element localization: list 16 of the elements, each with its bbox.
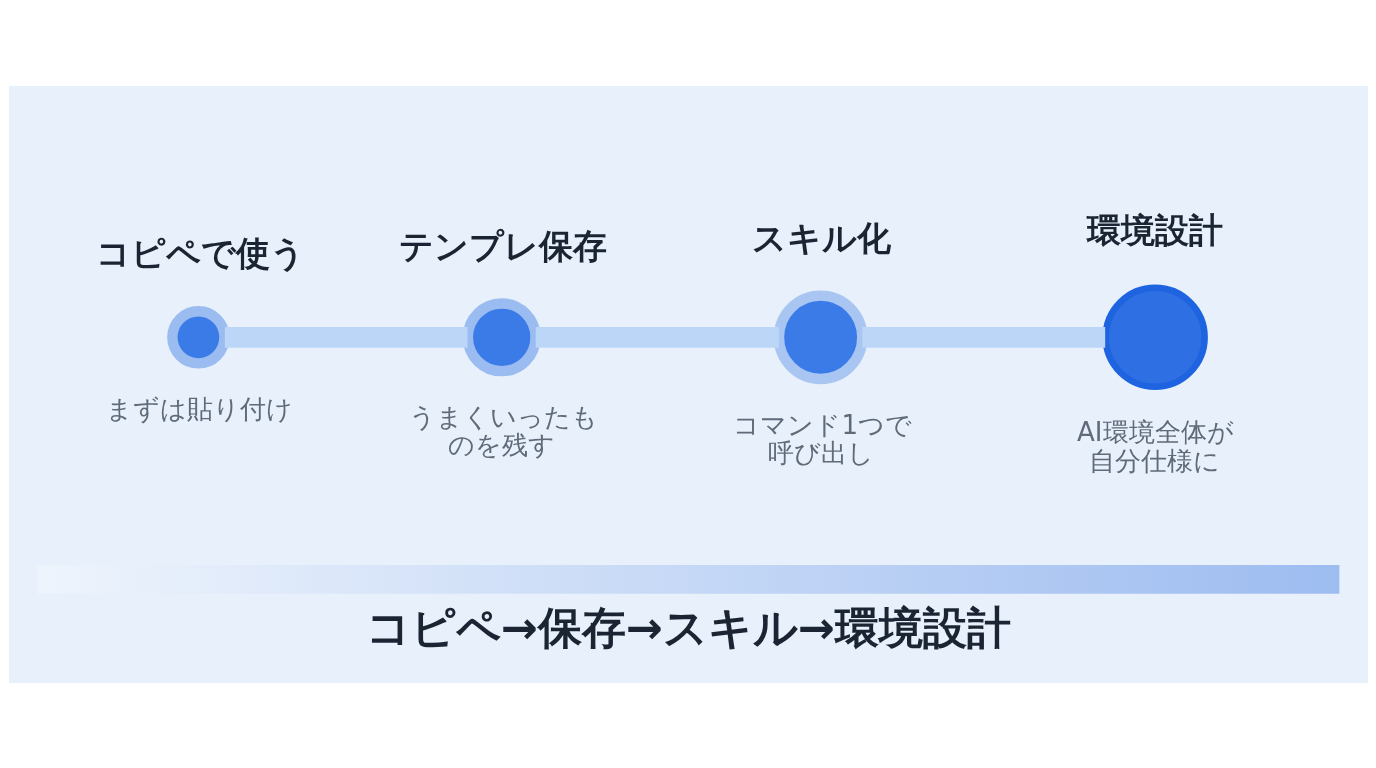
node-label: 環境設計 <box>1086 210 1223 250</box>
connector <box>535 326 779 348</box>
node-label: コピペで使う <box>95 233 305 273</box>
connector <box>224 326 467 348</box>
node-circle <box>773 289 867 384</box>
node-circle <box>166 305 230 369</box>
node-label: コマンド1つで呼び出し <box>732 409 912 468</box>
node-circle <box>462 297 541 376</box>
node-label: うまくいったものを残す <box>408 401 598 460</box>
node-circle <box>1101 284 1208 390</box>
node-label: スキル化 <box>751 218 891 258</box>
node-label: テンプレ保存 <box>398 226 607 266</box>
node-label: まずは貼り付け <box>105 393 293 424</box>
node-label: AI環境全体が自分仕様に <box>1076 416 1234 476</box>
connector <box>861 326 1105 348</box>
caption: コピペ→保存→スキル→環境設計 <box>365 601 1011 653</box>
